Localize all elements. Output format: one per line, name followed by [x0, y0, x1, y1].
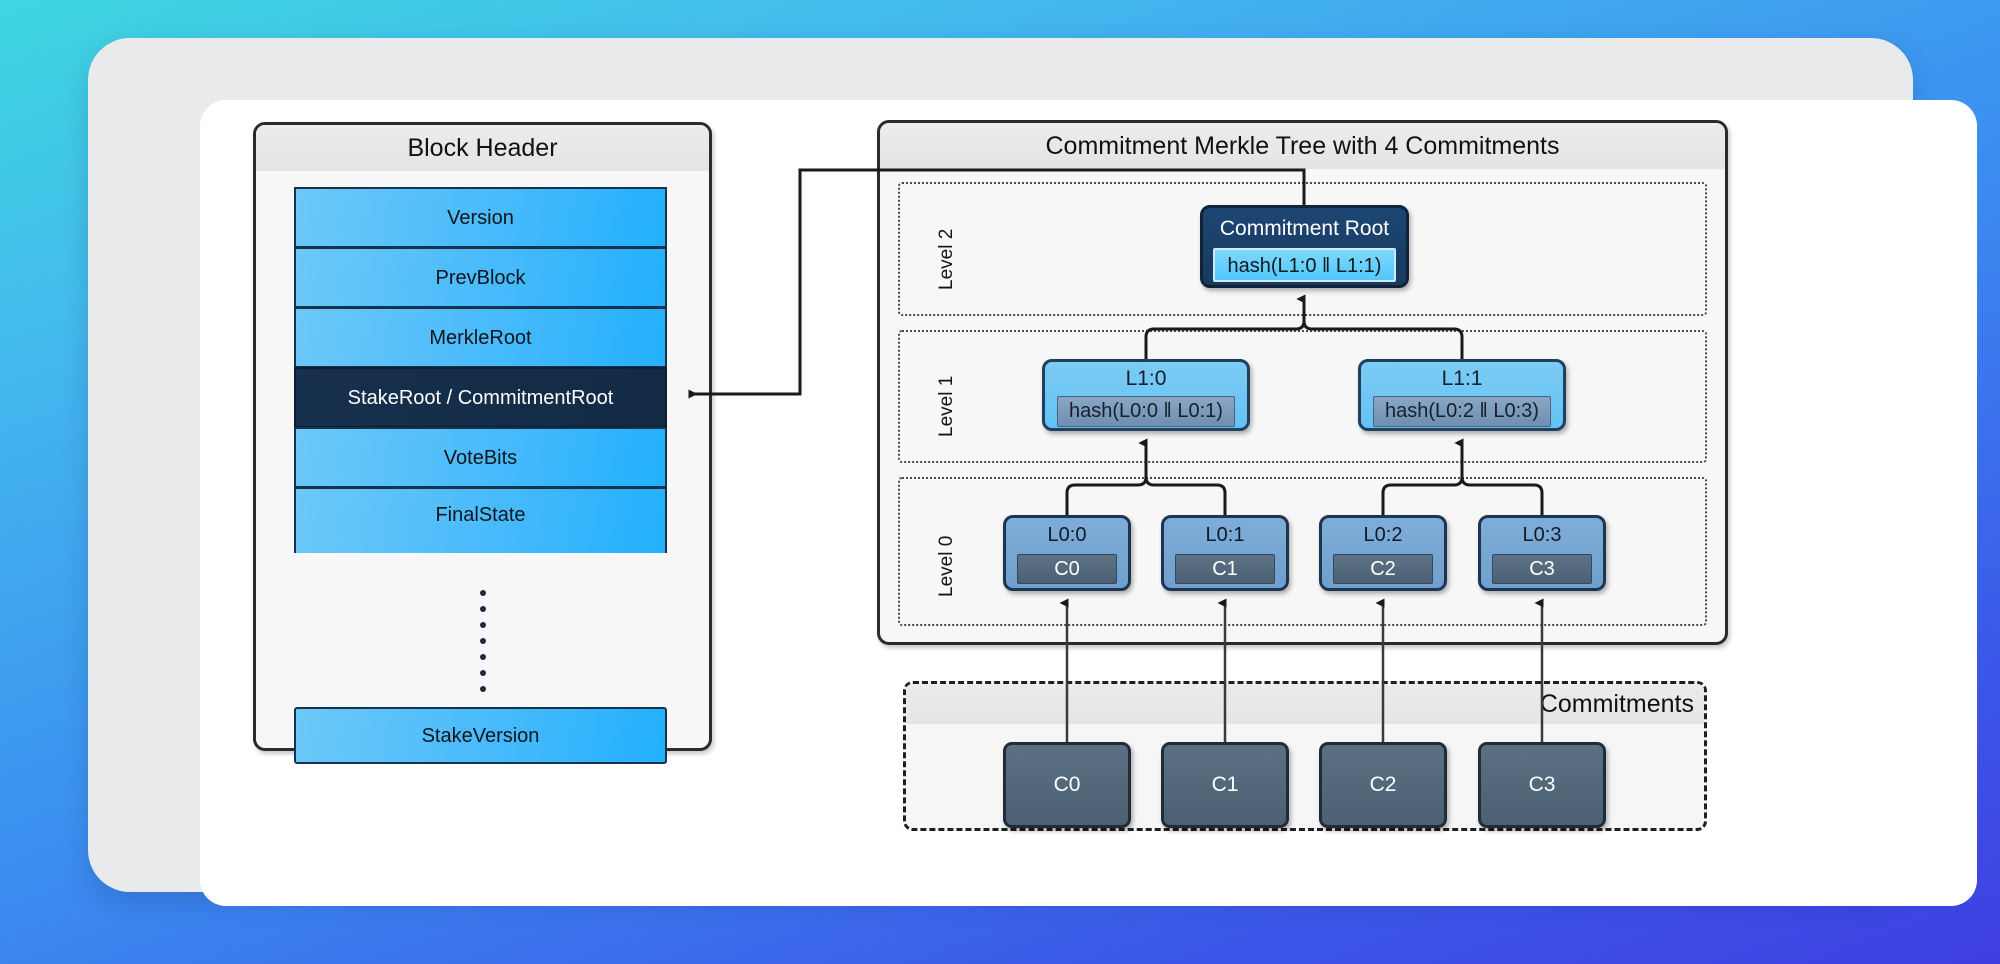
node-l0-3[interactable]: L0:3 C3 [1478, 515, 1606, 591]
commitment-box-c3[interactable]: C3 [1478, 742, 1606, 828]
level-label-2: Level 2 [936, 228, 957, 290]
block-header-field-merkleroot[interactable]: MerkleRoot [294, 307, 667, 367]
node-l1-0-title: L1:0 [1125, 367, 1167, 390]
commitments-header-band [906, 684, 1704, 724]
level-band-1 [898, 330, 1707, 463]
node-l0-1-value: C1 [1175, 554, 1275, 584]
block-header-field-stakeversion[interactable]: StakeVersion [294, 707, 667, 764]
node-l0-1[interactable]: L0:1 C1 [1161, 515, 1289, 591]
node-commitment-root[interactable]: Commitment Root hash(L1:0 ǁ L1:1) [1200, 205, 1409, 288]
node-l0-2-title: L0:2 [1363, 524, 1403, 546]
block-header-ellipsis [480, 590, 486, 692]
node-commitment-root-title: Commitment Root [1219, 217, 1390, 240]
block-header-field-votebits[interactable]: VoteBits [294, 427, 667, 487]
node-l1-1-hash: hash(L0:2 ǁ L0:3) [1373, 396, 1551, 427]
merkle-tree-title: Commitment Merkle Tree with 4 Commitment… [880, 123, 1725, 169]
level-label-1: Level 1 [936, 375, 957, 437]
node-commitment-root-hash: hash(L1:0 ǁ L1:1) [1213, 248, 1396, 282]
node-l0-1-title: L0:1 [1205, 524, 1245, 546]
commitment-box-c0[interactable]: C0 [1003, 742, 1131, 828]
node-l0-0-value: C0 [1017, 554, 1117, 584]
node-l1-0-hash: hash(L0:0 ǁ L0:1) [1057, 396, 1235, 427]
node-l0-3-title: L0:3 [1522, 524, 1562, 546]
node-l0-3-value: C3 [1492, 554, 1592, 584]
node-l1-1[interactable]: L1:1 hash(L0:2 ǁ L0:3) [1358, 359, 1566, 431]
node-l0-0[interactable]: L0:0 C0 [1003, 515, 1131, 591]
commitments-label: Commitments [1539, 690, 1694, 718]
block-header-field-prevblock[interactable]: PrevBlock [294, 247, 667, 307]
level-label-0: Level 0 [936, 535, 957, 597]
block-header-field-version[interactable]: Version [294, 187, 667, 247]
commitment-box-c2[interactable]: C2 [1319, 742, 1447, 828]
node-l1-1-title: L1:1 [1441, 367, 1483, 390]
block-header-field-stakeroot[interactable]: StakeRoot / CommitmentRoot [294, 367, 667, 427]
block-header-panel: Block Header Version PrevBlock MerkleRoo… [253, 122, 712, 764]
node-l0-2-value: C2 [1333, 554, 1433, 584]
node-l0-2[interactable]: L0:2 C2 [1319, 515, 1447, 591]
block-header-title: Block Header [256, 125, 709, 171]
node-l1-0[interactable]: L1:0 hash(L0:0 ǁ L0:1) [1042, 359, 1250, 431]
commitment-box-c1[interactable]: C1 [1161, 742, 1289, 828]
node-l0-0-title: L0:0 [1047, 524, 1087, 546]
block-header-field-stack: Version PrevBlock MerkleRoot StakeRoot /… [294, 187, 667, 553]
level-band-0 [898, 477, 1707, 626]
block-header-field-finalstate[interactable]: FinalState [294, 487, 667, 553]
